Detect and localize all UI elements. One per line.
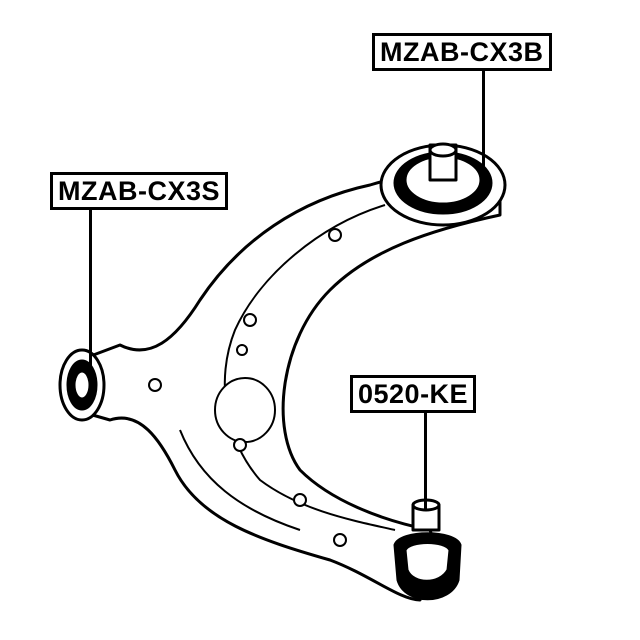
hole — [333, 533, 347, 547]
arm-cutout — [214, 377, 276, 443]
front-bushing — [58, 348, 106, 422]
hole — [236, 344, 248, 356]
leader-line-mzab-cx3b — [482, 68, 485, 186]
hole — [233, 438, 247, 452]
part-label-mzab-cx3s: MZAB-CX3S — [50, 172, 229, 210]
part-label-mzab-cx3b: MZAB-CX3B — [372, 33, 552, 71]
arm-lower-edge — [179, 429, 301, 531]
hole — [328, 228, 342, 242]
hole — [293, 493, 307, 507]
hole — [243, 313, 257, 327]
rear-bushing — [379, 142, 507, 227]
leader-line-mzab-cx3s — [89, 208, 92, 380]
hole — [148, 378, 162, 392]
leader-line-0520-ke — [424, 410, 427, 510]
ball-joint — [393, 498, 462, 601]
part-label-0520-ke: 0520-KE — [350, 375, 477, 413]
